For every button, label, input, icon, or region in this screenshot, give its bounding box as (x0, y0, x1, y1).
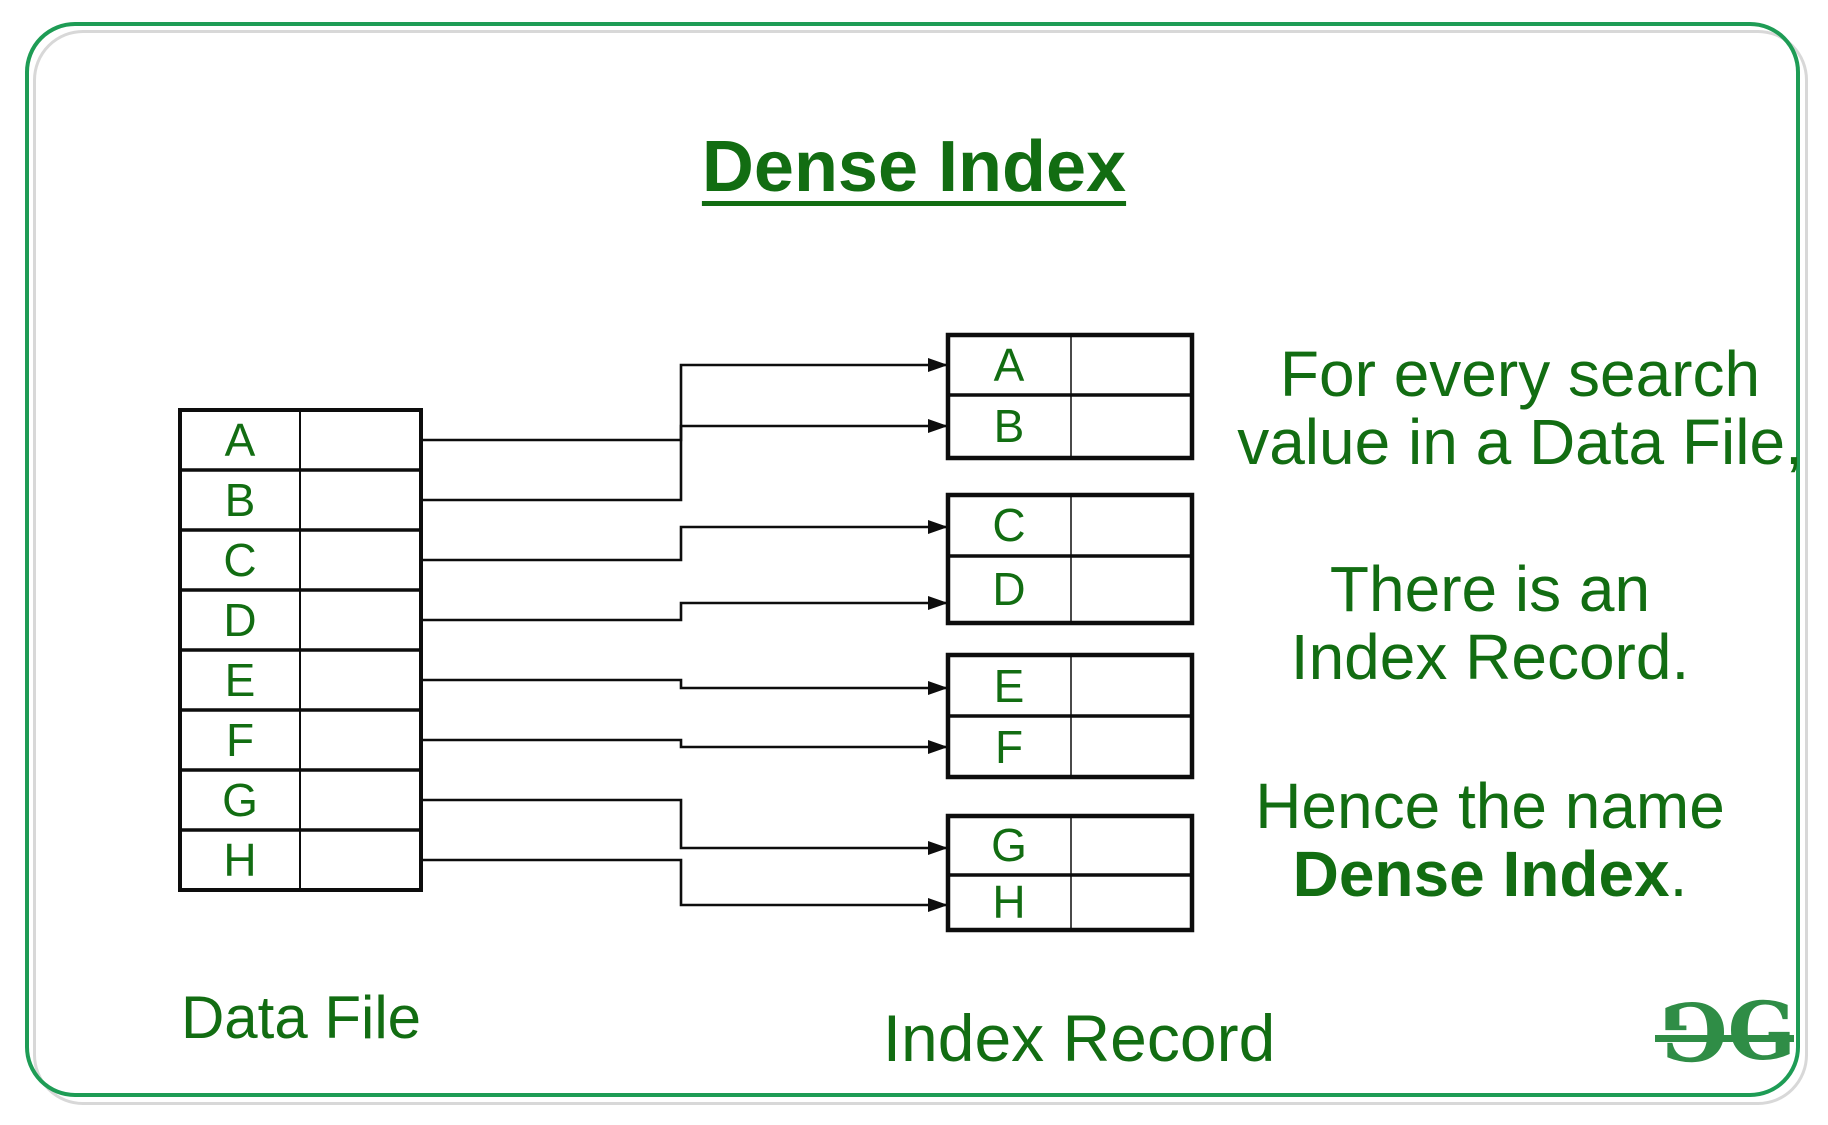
data-file-cell: A (225, 414, 256, 466)
index-table-ab: A B (945, 332, 1195, 461)
note-line: Hence the name (1255, 770, 1725, 842)
note-line: For every search (1279, 338, 1761, 410)
geeksforgeeks-logo: GG (1655, 984, 1796, 1078)
arrow-b (421, 419, 948, 502)
note-line: Index Record. (1290, 621, 1690, 693)
data-file-cell: F (226, 714, 254, 766)
index-table-ef: E F (945, 652, 1195, 780)
outer-green-border (25, 22, 1800, 1097)
arrow-e (421, 678, 948, 695)
index-record-cell: B (994, 400, 1025, 452)
index-record-cell: H (992, 876, 1025, 928)
index-record-cell: D (992, 563, 1025, 615)
arrow-g (421, 798, 948, 855)
note-hence-the-name: Hence the name Dense Index. (1175, 772, 1805, 908)
index-record-cell: E (994, 660, 1025, 712)
note-bold-text: Dense Index (1292, 838, 1670, 910)
page-title: Dense Index (0, 126, 1828, 208)
data-file-cell: E (225, 654, 256, 706)
index-table-gh: G H (945, 813, 1195, 933)
note-for-every-search: For every search value in a Data File, (1205, 340, 1828, 476)
arrow-c (421, 520, 948, 562)
logo-letter-mirrored-g: G (1663, 984, 1728, 1078)
inner-shadow-border (33, 30, 1808, 1105)
logo-letter-g: G (1727, 984, 1796, 1078)
note-line: Dense Index. (1175, 840, 1805, 908)
arrow-f (421, 738, 948, 754)
data-file-label: Data File (180, 984, 422, 1051)
note-line: There is an (1329, 553, 1651, 625)
arrow-d (421, 596, 948, 622)
note-there-is-an: There is an Index Record. (1175, 555, 1805, 691)
index-table-cd: C D (945, 492, 1195, 626)
pointer-arrows (421, 358, 948, 912)
data-file-table: A B C D E F G H (178, 408, 423, 892)
arrow-a (421, 358, 948, 442)
index-record-cell: C (992, 499, 1025, 551)
note-line: value in a Data File, (1237, 406, 1803, 478)
index-table-border (945, 492, 1195, 626)
logo-crossbar (1655, 1035, 1794, 1042)
index-record-cell: A (994, 339, 1025, 391)
index-record-tables: A B C D E F (945, 332, 1195, 933)
data-file-cell: G (222, 774, 258, 826)
page-title-text: Dense Index (701, 127, 1127, 207)
data-file-cell: B (225, 474, 256, 526)
index-record-cell: F (995, 721, 1023, 773)
index-record-label: Index Record (882, 1001, 1276, 1075)
note-suffix: . (1669, 838, 1688, 910)
data-file-cell: H (223, 834, 256, 886)
data-file-cell: C (223, 534, 256, 586)
index-table-border (945, 813, 1195, 933)
index-record-cell: G (991, 819, 1027, 871)
data-file-cell: D (223, 594, 256, 646)
arrow-h (421, 858, 948, 912)
